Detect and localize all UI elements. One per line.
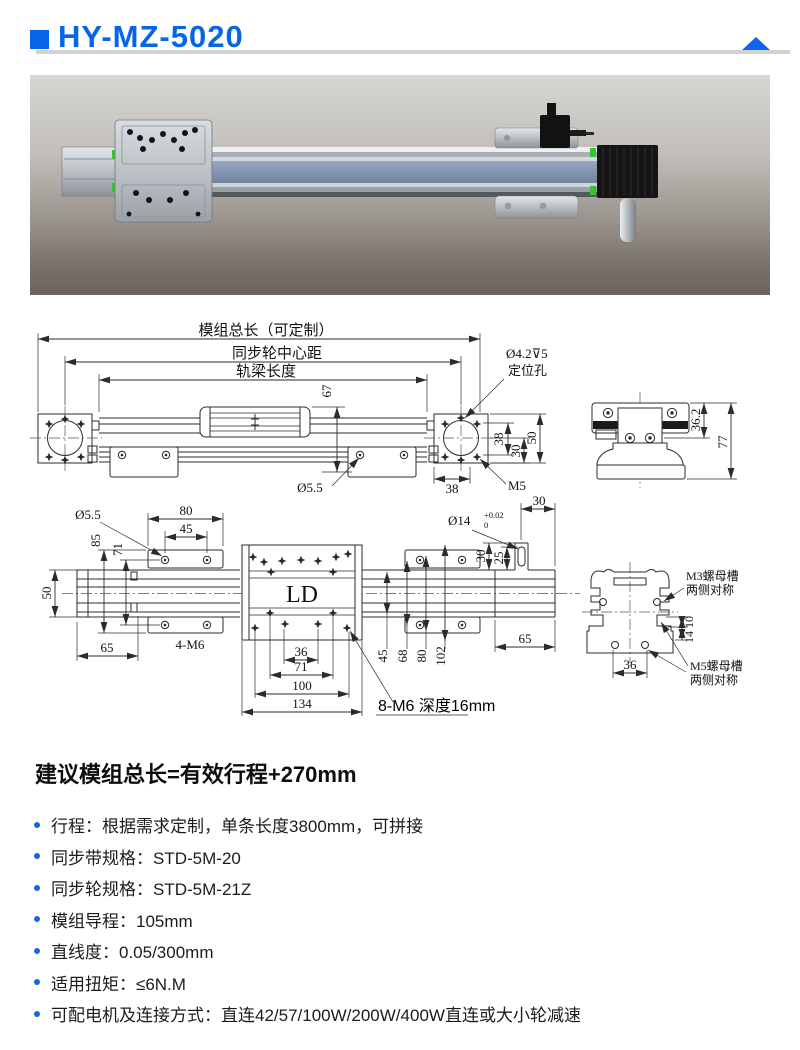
dim-label-b65r: 65 [519,631,532,646]
spec-item-text: 直线度：0.05/300mm [51,943,214,963]
dim-label-b50: 50 [39,587,54,600]
bullet-dot-icon [34,884,40,891]
product-render [61,103,658,242]
dim-label-rail-length: 轨梁长度 [236,363,296,380]
carriage-plate [114,119,213,223]
dim-label-b30t: 30 [533,493,546,508]
product-photo [30,75,770,295]
bullet-dot-icon [34,947,40,954]
spec-item: 可配电机及连接方式：直连42/57/100W/200W/400W直连或大小轮减速 [30,998,778,1030]
callout-phi14-tol-upper: +0.02 [484,510,504,520]
dim-label-v45: 45 [375,650,390,663]
carriage-top-view [199,406,311,438]
label-m3-slot: M3螺母槽 [686,569,739,583]
dim-label-s14: 14 [682,631,696,643]
dim-label-b71b: 71 [295,659,308,674]
label-m5-slot: M5螺母槽 [690,659,743,673]
brand-square-icon [30,30,49,49]
spec-item-text: 行程：根据需求定制，单条长度3800mm，可拼接 [51,817,424,837]
dim-label-b80: 80 [180,503,193,518]
bullet-dot-icon [34,979,40,986]
bottom-view-drawing: LD [39,493,580,716]
dim-label-b100: 100 [292,678,312,693]
page-title: HY-MZ-5020 [58,19,244,54]
spec-item: 模组导程：105mm [30,904,778,936]
dim-label-s10: 10 [682,616,696,628]
label-m5-slot-sym: 两侧对称 [690,673,738,687]
label-4-m6: 4-M6 [176,637,205,652]
spec-list: 行程：根据需求定制，单条长度3800mm，可拼接 同步带规格：STD-5M-20… [30,809,778,1030]
callout-8-m6: 8-M6 深度16mm [378,697,495,715]
sensor-assembly [494,103,594,149]
bullet-dot-icon [34,916,40,923]
dim-label-total-length: 模组总长（可定制） [198,322,333,339]
back-to-top-icon[interactable] [742,37,770,50]
spec-item: 行程：根据需求定制，单条长度3800mm，可拼接 [30,809,778,841]
label-m3-slot-sym: 两侧对称 [686,583,734,597]
spec-item-text: 适用扭矩：≤6N.M [51,974,186,994]
dim-label-38h: 38 [446,481,459,496]
dim-label-77: 77 [715,435,730,449]
carriage-marking: LD [286,582,318,608]
spec-title: 建议模组总长=有效行程+270mm [35,762,357,787]
dim-label-50: 50 [524,432,539,445]
spec-item: 适用扭矩：≤6N.M [30,967,778,999]
dim-label-38v: 38 [491,433,506,446]
spec-item-text: 同步带规格：STD-5M-20 [51,848,241,868]
bullet-dot-icon [34,821,40,828]
mount-bracket [494,195,579,219]
sensor-stem [547,103,556,117]
header-rule [36,50,790,54]
dim-label-s36: 36 [624,657,638,672]
bullet-dot-icon [34,853,40,860]
section-view-drawing: M3螺母槽 两侧对称 10 14 36 M5螺母槽 两侧对称 [582,562,743,687]
callout-pos-hole-size: Ø4.2⊽5 [506,346,548,361]
spec-item-text: 同步轮规格：STD-5M-21Z [51,880,252,900]
callout-phi14: Ø14 [448,513,471,528]
dim-label-b-phi55: Ø5.5 [75,507,101,522]
dim-label-v102: 102 [433,646,448,666]
dim-label-pulley-center: 同步轮中心距 [232,345,322,362]
motor-block [597,145,658,198]
spec-section: 建议模组总长=有效行程+270mm 行程：根据需求定制，单条长度3800mm，可… [30,757,778,1030]
dim-label-30: 30 [508,445,523,458]
shaft-pin [620,198,636,242]
dim-label-67: 67 [319,384,334,398]
dim-label-b85: 85 [88,534,103,547]
spec-item: 直线度：0.05/300mm [30,935,778,967]
technical-drawings: 模组总长（可定制） 同步轮中心距 轨梁长度 67 Ø5.5 38 [30,322,743,716]
spec-item-text: 模组导程：105mm [51,911,193,931]
mounting-plates [109,446,417,478]
dim-label-b71: 71 [110,543,125,556]
dim-label-b45: 45 [180,521,193,536]
sensor-body [540,115,570,148]
carriage-bottom-view: LD [241,544,363,641]
spec-item-text: 可配电机及连接方式：直连42/57/100W/200W/400W直连或大小轮减速 [51,1006,581,1026]
spec-item: 同步轮规格：STD-5M-21Z [30,872,778,904]
spec-item: 同步带规格：STD-5M-20 [30,841,778,873]
bullet-dot-icon [34,1010,40,1017]
dim-label-b30r: 30 [473,550,488,563]
dim-label-m5: M5 [508,478,526,493]
side-view-drawing: 36.2 77 [591,392,737,488]
dim-label-v68: 68 [395,650,410,663]
dim-label-b36: 36 [295,644,309,659]
dim-label-36-2: 36.2 [688,409,703,432]
limit-indicators [112,148,596,195]
callout-pos-hole-name: 定位孔 [508,363,547,378]
dim-label-b65: 65 [101,640,114,655]
top-view-drawing: 模组总长（可定制） 同步轮中心距 轨梁长度 67 Ø5.5 38 [30,322,548,496]
rail-body [61,146,600,197]
dim-label-b134: 134 [292,696,312,711]
dim-label-b25: 25 [491,552,506,565]
dim-label-top-phi55: Ø5.5 [297,480,323,495]
dim-label-v80: 80 [414,650,429,663]
callout-phi14-tol-lower: 0 [484,520,488,530]
